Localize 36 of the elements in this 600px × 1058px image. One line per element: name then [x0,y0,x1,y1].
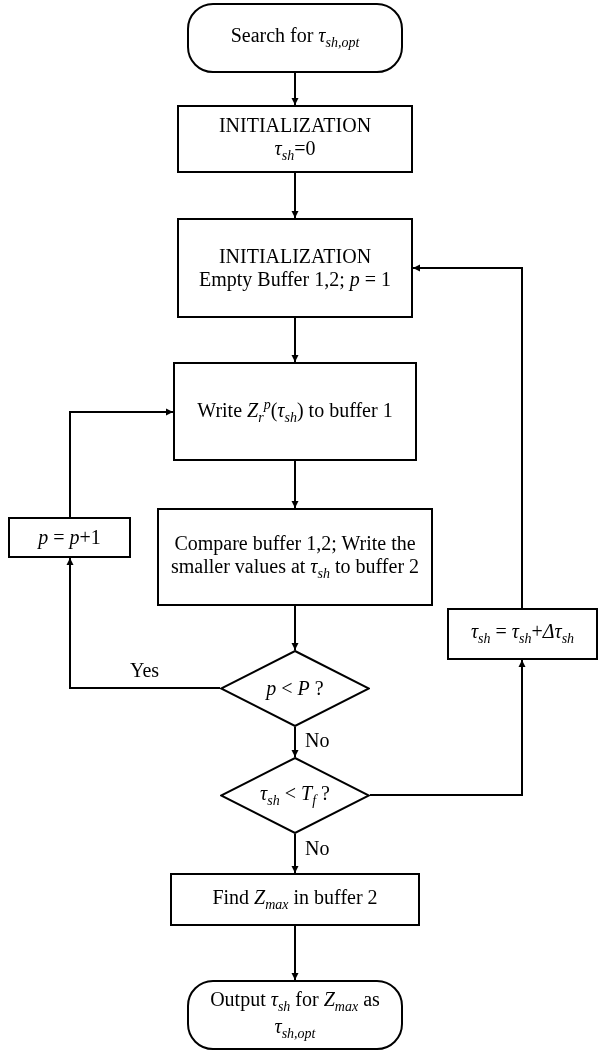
arrow [291,605,299,651]
process-box [157,508,433,606]
box-text: τ$_{sh}$ < T$_{f}$ ? [260,781,330,810]
box-heading: INITIALIZATION [218,245,372,268]
terminal-box [187,980,403,1050]
terminal-box [187,3,403,73]
box-text: Find Z$_{max}$ in buffer 2 [212,885,378,914]
box-text: τ$_{sh}$ = τ$_{sh}$+Δτ$_{sh}$ [470,620,575,648]
box-text: Search for τ$_{sh,opt}$ [230,24,360,52]
process-box [170,873,420,926]
arrow [291,726,299,758]
box-text: p < P ? [266,677,324,700]
process-box [447,608,598,660]
arrow [66,557,221,689]
process-box [177,218,413,318]
process-box [173,362,417,461]
process-box [8,517,131,558]
arrow [291,317,299,363]
arrow [291,172,299,219]
box-text: Compare buffer 1,2; Write the smaller values at τ$_{sh}$ to buffer 2 [169,531,421,583]
arrow [291,925,299,981]
box-text: Empty Buffer 1,2; p = 1 [199,268,391,291]
process-box [177,105,413,173]
box-text: Output τ$_{sh}$ for Z$_{max}$ as τ$_{sh,opt}$ [209,987,381,1043]
box-text: τ$_{sh}$=0 [274,136,316,165]
arrow [412,264,523,609]
box-text: Write Z$_{r}$$^{p}$(τ$_{sh}$) to buffer 1 [197,397,393,426]
decision-diamond [220,650,370,727]
decision-diamond [220,757,370,834]
arrow [291,833,299,874]
arrow [369,659,526,796]
box-text: p = p+1 [38,526,101,549]
arrow [291,460,299,509]
box-heading: INITIALIZATION [218,113,372,137]
arrow [291,72,299,106]
arrow [69,408,174,518]
